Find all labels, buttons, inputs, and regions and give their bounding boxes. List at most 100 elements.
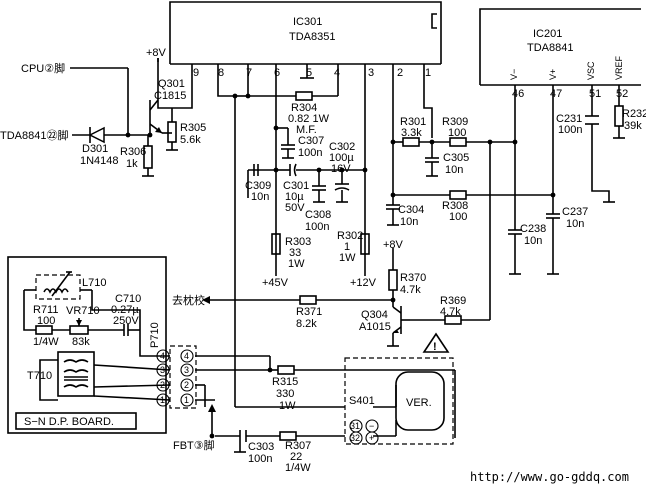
c710-ref: C710 <box>115 293 141 305</box>
supply-8v-b: +8V <box>383 239 404 251</box>
r308-value: 100 <box>449 211 467 223</box>
r315-resistor <box>277 365 295 375</box>
c309-ref: C309 <box>245 180 271 192</box>
r307-extra: 1/4W <box>285 462 311 474</box>
ic201-pin-46: 46 <box>512 88 524 100</box>
r304-resistor <box>295 91 313 101</box>
ic301-ref: IC301 <box>293 16 322 28</box>
center-components: R304 0.82 1W M.F. C307 100n C302 100µ 16… <box>245 77 377 289</box>
r711-resistor <box>35 325 53 335</box>
c305-ref: C305 <box>443 152 469 164</box>
c303-value: 100n <box>248 453 272 465</box>
plug-right-pin-2: 2 <box>184 380 189 390</box>
r315-extra: 1W <box>279 400 296 412</box>
svg-text:!: ! <box>433 341 437 353</box>
r315-ref: R315 <box>272 376 298 388</box>
cpu-label: CPU②脚 <box>21 61 65 75</box>
vr710-potentiometer <box>69 325 89 335</box>
ic301-part: TDA8351 <box>289 31 335 43</box>
r309-value: 100 <box>448 127 466 139</box>
r370-ref: R370 <box>400 272 426 284</box>
ic201-pin-name-vminus: V− <box>509 69 519 80</box>
ic301-pin-7: 7 <box>246 67 252 79</box>
plug-left-pin-4: 4 <box>160 351 165 361</box>
r711-value: 100 <box>37 315 55 327</box>
r303-ref: R303 <box>285 236 311 248</box>
r369-resistor <box>444 315 462 325</box>
s401-plus: + <box>369 433 374 443</box>
ic201: IC201 TDA8841 V− V+ VSC VREF 46 47 51 52 <box>479 8 641 100</box>
plug-right-pin-4: 4 <box>184 351 189 361</box>
r369-value: 4.7k <box>440 306 461 318</box>
c308-value: 100n <box>305 221 329 233</box>
ic301-pin-4: 4 <box>334 67 340 79</box>
c238-value: 10n <box>524 235 542 247</box>
r371-value: 8.2k <box>296 318 317 330</box>
ic201-pin-47: 47 <box>550 88 562 100</box>
c231-ref: C231 <box>556 113 582 125</box>
c231-value: 100n <box>558 124 582 136</box>
d301-diode-icon <box>88 126 105 144</box>
r307-ref: R307 <box>285 440 311 452</box>
ic201-ref: IC201 <box>533 28 562 40</box>
r370-resistor <box>388 269 398 291</box>
ver-label: VER. <box>406 397 432 409</box>
ic201-part: TDA8841 <box>527 42 573 54</box>
r711-extra: 1/4W <box>33 336 59 348</box>
plug-right-pin-1: 1 <box>184 395 189 405</box>
r371-resistor <box>299 295 317 305</box>
r232-resistor <box>614 105 624 127</box>
ic201-pin-52: 52 <box>616 88 628 100</box>
plug-left-pin-3: 3 <box>160 365 165 375</box>
r304-ref: R304 <box>291 102 317 114</box>
ic201-pin-51: 51 <box>589 88 601 100</box>
plug-left-pin-1: 1 <box>160 395 165 405</box>
r302-resistor <box>360 233 370 255</box>
r303-value: 33 <box>289 247 301 259</box>
r371-ref: R371 <box>296 306 322 318</box>
q301-ref: Q301 <box>158 78 185 90</box>
ic201-pin-name-vref: VREF <box>614 55 624 80</box>
r303-extra: 1W <box>288 258 305 270</box>
plug-left-pin-2: 2 <box>160 380 165 390</box>
q301-value: C1815 <box>154 90 186 102</box>
ic301-pin-8: 8 <box>218 67 224 79</box>
c237-ref: C237 <box>562 206 588 218</box>
vr710-ref: VR710 <box>66 305 100 317</box>
c302-ref: C302 <box>329 141 355 153</box>
plug-right-pin-3: 3 <box>184 365 189 375</box>
supply-45v: +45V <box>262 277 289 289</box>
ic201-pin-name-vsc: VSC <box>586 61 596 80</box>
c301-ref: C301 <box>283 180 309 192</box>
vertical-yoke-coil <box>395 371 445 431</box>
r307-resistor <box>279 431 297 441</box>
supply-8v-a: +8V <box>146 47 167 59</box>
r303-resistor <box>271 233 281 255</box>
r309-resistor <box>449 137 467 147</box>
tda8841-22-label: TDA8841㉒脚 <box>0 128 68 142</box>
vr710-value: 83k <box>72 336 90 348</box>
c238-ref: C238 <box>520 223 546 235</box>
r302-ref: R302 <box>337 230 363 242</box>
pillow-correction-label: 去枕校 <box>172 293 205 307</box>
r307-value: 22 <box>290 451 302 463</box>
q301-transistor-icon <box>149 58 172 135</box>
s401-minus: − <box>369 421 374 431</box>
board-label: S−N D.P. BOARD. <box>24 416 114 428</box>
r369-ref: R369 <box>440 295 466 307</box>
q304-transistor-icon <box>392 306 410 334</box>
fbt-label: FBT③脚 <box>173 438 215 452</box>
s401-pin-31: 31 <box>350 421 360 431</box>
right-components: R301 3.3k R309 100 C305 10n C304 10n R30… <box>386 105 646 275</box>
ic301-pin-6: 6 <box>274 67 280 79</box>
s401-label: S401 <box>349 395 375 407</box>
ic301-pin-9: 9 <box>193 67 199 79</box>
ic301-pin-2: 2 <box>397 67 403 79</box>
ic301: IC301 TDA8351 9 8 7 6 5 4 3 2 1 <box>169 1 442 79</box>
r301-resistor <box>402 137 420 147</box>
r301-value: 3.3k <box>401 127 422 139</box>
d301-value: 1N4148 <box>80 155 119 167</box>
c302-value: 100µ <box>329 152 354 164</box>
c237-value: 10n <box>566 218 584 230</box>
bottom-section: R315 330 1W FBT③脚 C303 100n R307 22 1/4W… <box>173 357 454 474</box>
